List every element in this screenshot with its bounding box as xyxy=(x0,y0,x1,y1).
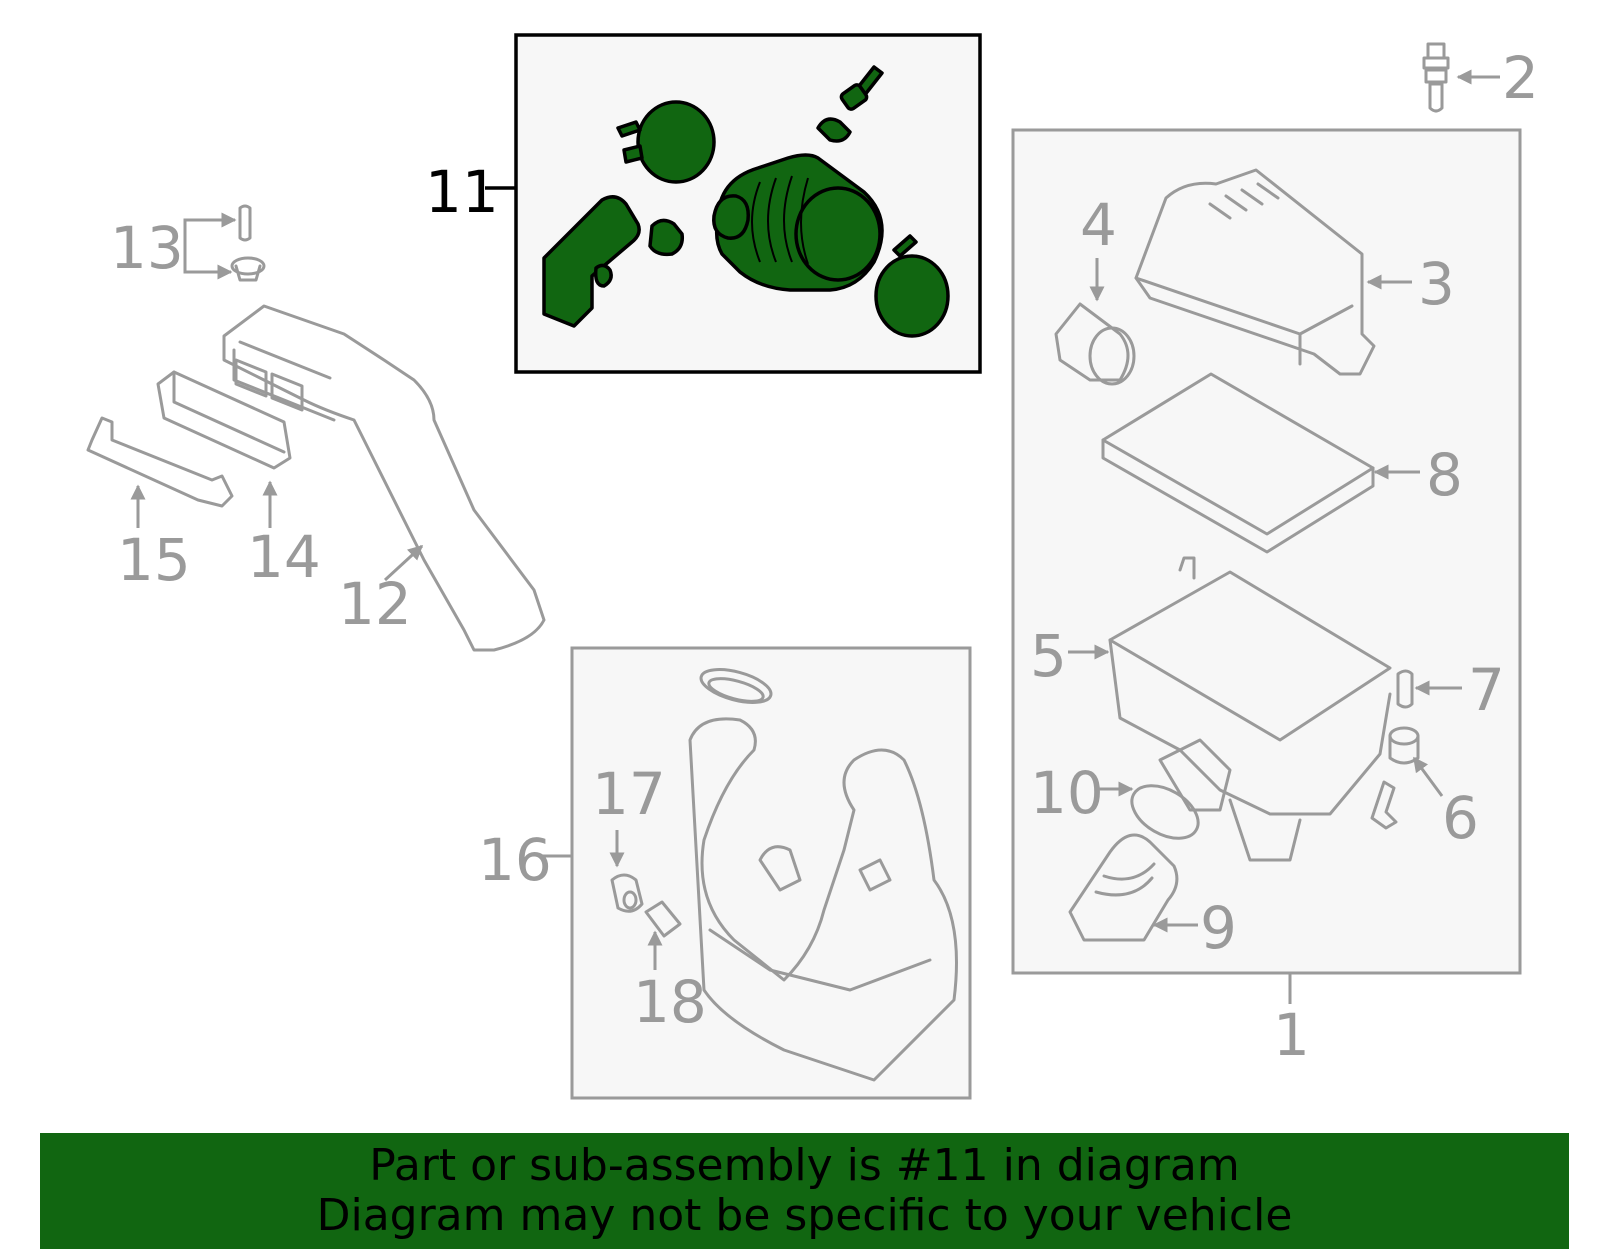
callout-18[interactable]: 18 xyxy=(633,968,707,1036)
callout-12[interactable]: 12 xyxy=(338,570,412,638)
callout-17[interactable]: 17 xyxy=(592,760,666,828)
part-3-upper-cover[interactable] xyxy=(1134,168,1376,376)
callout-8[interactable]: 8 xyxy=(1426,441,1463,509)
part-7-pin[interactable] xyxy=(1396,669,1414,709)
callout-14[interactable]: 14 xyxy=(247,523,321,591)
part-15-bracket[interactable] xyxy=(86,416,234,508)
callout-7[interactable]: 7 xyxy=(1468,656,1505,724)
callout-2[interactable]: 2 xyxy=(1502,44,1539,112)
part-4-tube[interactable] xyxy=(1054,302,1136,386)
part-13-clips[interactable] xyxy=(230,204,266,282)
part-16-resonator[interactable] xyxy=(688,663,958,1082)
part-18-pin[interactable] xyxy=(644,900,682,938)
banner-line-2: Diagram may not be specific to your vehi… xyxy=(316,1190,1293,1241)
part-8-filter[interactable] xyxy=(1101,372,1375,554)
info-banner: Part or sub-assembly is #11 in diagram D… xyxy=(40,1133,1569,1249)
callout-6[interactable]: 6 xyxy=(1442,784,1479,852)
bracket xyxy=(1370,780,1398,830)
callout-9[interactable]: 9 xyxy=(1200,894,1237,962)
part-9-boot[interactable] xyxy=(1068,833,1179,942)
part-5-lower-case[interactable] xyxy=(1108,556,1392,862)
callout-13[interactable]: 13 xyxy=(110,214,184,282)
part-11-highlighted[interactable] xyxy=(542,65,950,338)
part-12-intake-duct[interactable] xyxy=(222,304,546,652)
part-10-oring[interactable] xyxy=(1123,775,1207,849)
parts-diagram: 11 2 1 3 xyxy=(86,33,1539,1100)
callout-4[interactable]: 4 xyxy=(1080,191,1117,259)
callout-3[interactable]: 3 xyxy=(1418,250,1455,318)
assembly-box-16 xyxy=(570,646,972,1100)
callout-11[interactable]: 11 xyxy=(425,158,499,226)
callout-5[interactable]: 5 xyxy=(1030,622,1067,690)
part-14-bracket[interactable] xyxy=(156,370,292,470)
banner-line-1: Part or sub-assembly is #11 in diagram xyxy=(369,1140,1240,1191)
callout-10[interactable]: 10 xyxy=(1030,759,1104,827)
callout-1[interactable]: 1 xyxy=(1273,1001,1310,1069)
callout-16[interactable]: 16 xyxy=(478,826,552,894)
part-2-bolt[interactable] xyxy=(1422,42,1450,113)
part-17-grommet[interactable] xyxy=(610,873,644,913)
callout-15[interactable]: 15 xyxy=(117,526,191,594)
